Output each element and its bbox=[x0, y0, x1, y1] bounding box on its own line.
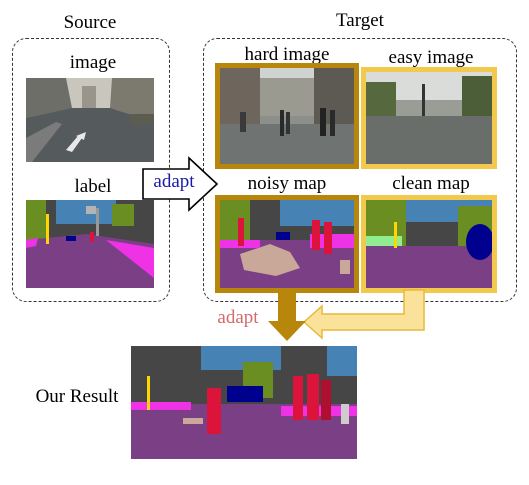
source-label-label: label bbox=[74, 176, 112, 197]
easy-image-frame bbox=[361, 67, 497, 169]
clean-map-frame bbox=[361, 195, 497, 293]
clean-map bbox=[366, 200, 492, 288]
source-label-map bbox=[26, 200, 154, 288]
source-title: Source bbox=[63, 12, 117, 33]
noisy-map-frame bbox=[215, 195, 359, 293]
target-group-box bbox=[203, 38, 517, 302]
clean-map-arrow bbox=[300, 288, 430, 340]
noisy-map bbox=[220, 200, 354, 288]
easy-image bbox=[366, 72, 492, 164]
adapt-arrow-source-to-target bbox=[141, 156, 219, 212]
adapt-label-source: adapt bbox=[153, 171, 195, 192]
result-label: Our Result bbox=[35, 386, 119, 407]
clean-map-label: clean map bbox=[392, 173, 470, 194]
noisy-map-arrow bbox=[266, 293, 308, 343]
target-title: Target bbox=[336, 10, 384, 31]
hard-image-frame bbox=[215, 63, 359, 169]
adapt-label-target: adapt bbox=[217, 307, 259, 328]
hard-image bbox=[220, 68, 354, 164]
result-map bbox=[131, 346, 357, 459]
hard-image-label: hard image bbox=[244, 44, 330, 65]
source-image-label: image bbox=[69, 52, 117, 73]
noisy-map-label: noisy map bbox=[247, 173, 327, 194]
easy-image-label: easy image bbox=[388, 47, 474, 68]
source-image bbox=[26, 78, 154, 162]
